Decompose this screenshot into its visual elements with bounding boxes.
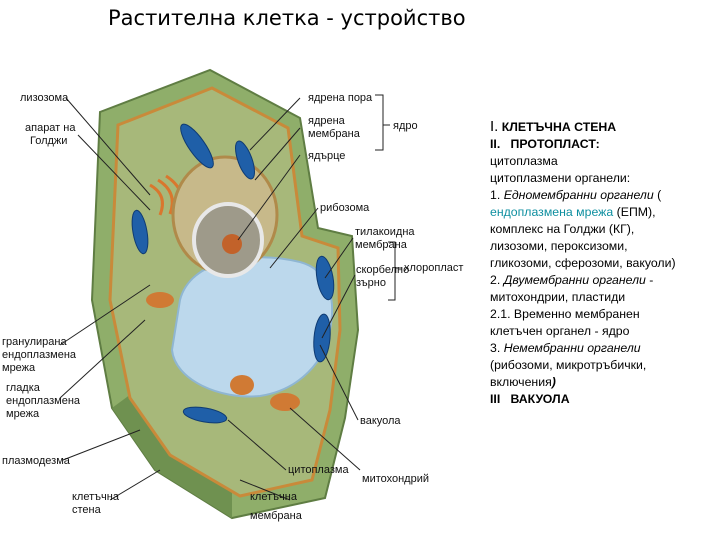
panel-line-1: I. КЛЕТЪЧНА СТЕНА (490, 118, 617, 135)
label-nuclear-membrane-1: ядрена (308, 115, 346, 127)
leader-lines (59, 94, 402, 501)
svg-text:апарат на: апарат на (25, 122, 76, 134)
svg-text:мембрана: мембрана (250, 510, 303, 522)
svg-text:плазмодезма: плазмодезма (2, 455, 71, 467)
label-vacuole: вакуола (360, 415, 401, 427)
svg-text:ядърце: ядърце (308, 150, 345, 162)
panel-line-4: цитоплазмени органели: (490, 171, 631, 185)
label-nuclear-pore: ядрена пора (308, 92, 373, 104)
svg-text:тилакоидна: тилакоидна (355, 226, 415, 238)
svg-text:цитоплазма: цитоплазма (288, 464, 349, 476)
mitochondria (146, 292, 300, 411)
label-rough-er-1: гранулирана (2, 336, 67, 348)
panel-line-7: комплекс на Голджи (КГ), (490, 222, 635, 236)
label-rough-er-3: мрежа (2, 362, 36, 374)
label-starch-2: зърно (356, 277, 386, 289)
panel-line-11: митохондрии, пластиди (490, 290, 626, 304)
panel-line-3: цитоплазма (490, 154, 558, 168)
label-starch-1: скорбелно (356, 264, 409, 276)
label-smooth-er-1: гладка (6, 382, 41, 394)
svg-text:гранулирана: гранулирана (2, 336, 67, 348)
label-ribosome: рибозома (320, 202, 370, 214)
panel-line-17: III ВАКУОЛА (490, 392, 570, 406)
svg-text:хлоропласт: хлоропласт (404, 262, 463, 274)
panel-line-12: 2.1. Временно мембранен (490, 307, 640, 321)
svg-text:гладка: гладка (6, 382, 41, 394)
page-title: Растителна клетка - устройство (108, 6, 466, 30)
label-thylakoid-2: мембрана (355, 239, 408, 251)
svg-text:рибозома: рибозома (320, 202, 370, 214)
svg-text:ядрена пора: ядрена пора (308, 92, 373, 104)
label-plasmodesma: плазмодезма (2, 455, 71, 467)
plant-cell-illustration (90, 68, 360, 520)
label-lysosome: лизозома (20, 92, 69, 104)
svg-text:стена: стена (72, 504, 102, 516)
panel-line-9: гликозоми, сферозоми, вакуоли) (490, 256, 676, 270)
svg-text:митохондрий: митохондрий (362, 473, 429, 485)
panel-line-6: ендоплазмена мрежа (ЕПМ), (490, 205, 656, 219)
svg-text:клетъчна: клетъчна (72, 491, 120, 503)
svg-text:ядро: ядро (393, 120, 418, 132)
label-rough-er-2: ендоплазмена (2, 349, 77, 361)
label-golgi-1: апарат на (25, 122, 76, 134)
label-cell-membrane-1: клетъчна (250, 491, 298, 503)
classification-panel: I. КЛЕТЪЧНА СТЕНА II. ПРОТОПЛАСТ: цитопл… (490, 118, 726, 408)
label-cell-membrane-2: мембрана (250, 510, 303, 522)
svg-text:зърно: зърно (356, 277, 386, 289)
svg-text:ендоплазмена: ендоплазмена (6, 395, 81, 407)
label-cell-wall-1: клетъчна (72, 491, 120, 503)
label-mitochondrion: митохондрий (362, 473, 429, 485)
svg-text:мрежа: мрежа (2, 362, 36, 374)
svg-text:скорбелно: скорбелно (356, 264, 409, 276)
label-cytoplasm: цитоплазма (288, 464, 349, 476)
label-cell-wall-2: стена (72, 504, 102, 516)
panel-line-2: II. ПРОТОПЛАСТ: (490, 137, 600, 151)
label-nucleolus: ядърце (308, 150, 345, 162)
label-smooth-er-2: ендоплазмена (6, 395, 81, 407)
svg-text:вакуола: вакуола (360, 415, 401, 427)
svg-text:Голджи: Голджи (30, 135, 67, 147)
label-smooth-er-3: мрежа (6, 408, 40, 420)
label-chloroplast: хлоропласт (404, 262, 463, 274)
svg-text:лизозома: лизозома (20, 92, 69, 104)
svg-text:ендоплазмена: ендоплазмена (2, 349, 77, 361)
svg-text:мембрана: мембрана (355, 239, 408, 251)
panel-line-13: клетъчен органел - ядро (490, 324, 630, 338)
label-nucleus: ядро (393, 120, 418, 132)
label-nuclear-membrane-2: мембрана (308, 128, 361, 140)
panel-line-8: лизозоми, пероксизоми, (490, 239, 628, 253)
svg-text:мембрана: мембрана (308, 128, 361, 140)
panel-line-16: включения) (490, 375, 556, 389)
svg-text:ядрена: ядрена (308, 115, 346, 127)
label-golgi-2: Голджи (30, 135, 67, 147)
panel-line-10: 2. Двумембранни органели - (490, 273, 654, 287)
svg-text:клетъчна: клетъчна (250, 491, 298, 503)
panel-line-14: 3. Немембранни органели (490, 341, 641, 355)
svg-text:мрежа: мрежа (6, 408, 40, 420)
plant-cell-diagram: лизозома апарат на Голджи ядрена пора яд… (2, 68, 463, 522)
nucleolus-shape (222, 234, 242, 254)
panel-line-15: (рибозоми, микротръбички, (490, 358, 647, 372)
label-thylakoid-1: тилакоидна (355, 226, 415, 238)
panel-line-5: 1. Едномембранни органели ( (490, 188, 662, 202)
